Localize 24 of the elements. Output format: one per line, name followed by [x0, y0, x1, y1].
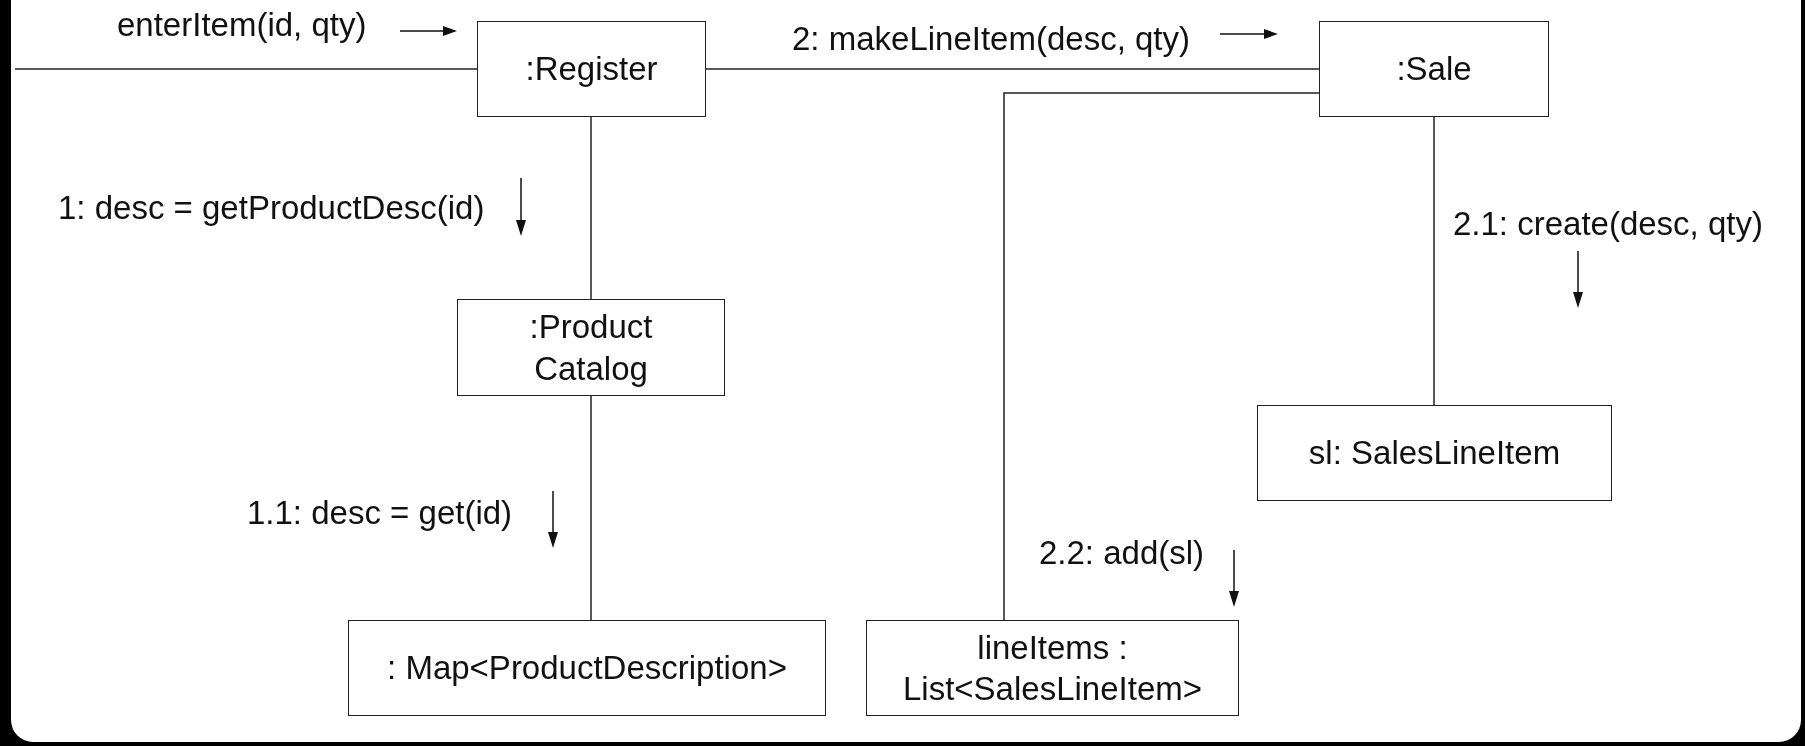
message-label: 1.1: desc = get(id)	[247, 493, 513, 533]
object-name: :Sale	[1396, 49, 1472, 90]
object-name: sl: SalesLineItem	[1308, 433, 1561, 474]
message-label: 2: makeLineItem(desc, qty)	[792, 19, 1190, 59]
object-box	[1257, 405, 1612, 501]
object-box	[477, 21, 706, 117]
object-box	[1319, 21, 1549, 117]
connector-line	[1433, 116, 1435, 406]
object-name: :Product Catalog	[528, 307, 654, 389]
connector-line	[590, 116, 592, 300]
message-label: 1: desc = getProductDesc(id)	[58, 188, 485, 228]
object-box	[457, 299, 725, 396]
object-box	[348, 620, 826, 716]
object-name: lineItems : List<SalesLineItem>	[902, 627, 1203, 709]
connector-line	[1003, 92, 1320, 621]
message-label: enterItem(id, qty)	[117, 5, 367, 45]
object-name: :Register	[525, 49, 658, 90]
message-label: 2.2: add(sl)	[1039, 533, 1205, 573]
object-box	[866, 620, 1239, 716]
message-label: 2.1: create(desc, qty)	[1453, 204, 1763, 244]
connector-line	[14, 68, 478, 70]
connector-line	[590, 395, 592, 621]
object-name: : Map<ProductDescription>	[387, 648, 787, 689]
connector-line	[705, 68, 1320, 70]
